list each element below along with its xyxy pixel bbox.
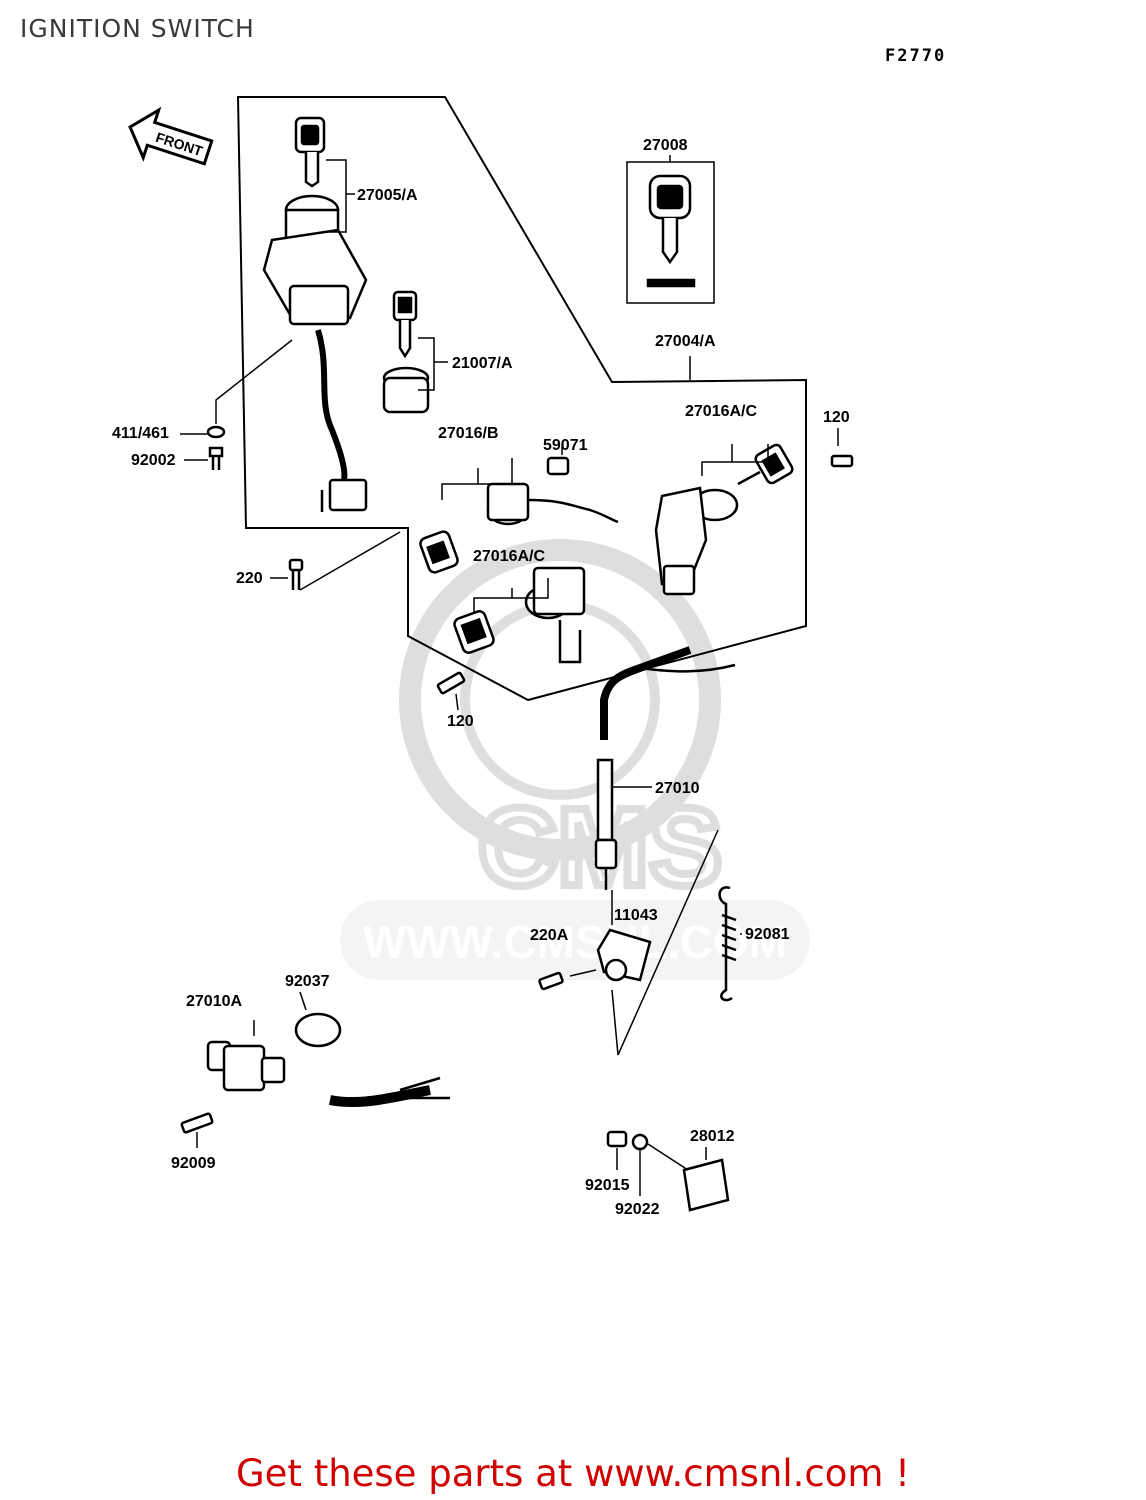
label-28012: 28012 (690, 1128, 735, 1145)
label-92002: 92002 (131, 452, 176, 469)
label-411-461: 411/461 (112, 425, 169, 442)
group-outlines (236, 96, 807, 702)
label-92009: 92009 (171, 1155, 216, 1172)
label-92037: 92037 (285, 973, 330, 990)
footer-suffix: ! (883, 1452, 910, 1495)
label-27008: 27008 (643, 137, 688, 154)
label-59071: 59071 (543, 437, 588, 454)
spring-92081-icon (718, 886, 737, 1002)
bracket-11043-icon (538, 928, 652, 991)
svg-text:WWW.CMSNL.COM: WWW.CMSNL.COM (363, 916, 787, 968)
footer-link[interactable]: www.cmsnl.com (584, 1452, 884, 1495)
watermark: CMS WWW.CMSNL.COM (340, 539, 810, 980)
key-blank-icon (646, 174, 696, 288)
switch-27016ac-mid-icon (436, 566, 586, 695)
label-27016ac-top: 27016A/C (685, 403, 757, 420)
label-92022: 92022 (615, 1201, 660, 1218)
label-27010: 27010 (655, 780, 700, 797)
label-11043: 11043 (614, 907, 658, 924)
fastener-icons (206, 425, 304, 590)
label-120-bottom: 120 (447, 713, 474, 730)
leader-lines (180, 155, 839, 1196)
diagram-code: F2770 (885, 46, 947, 66)
label-27005a: 27005/A (357, 187, 418, 204)
label-92015: 92015 (585, 1177, 630, 1194)
label-21007a: 21007/A (452, 355, 513, 372)
label-220: 220 (236, 570, 263, 587)
label-92081: 92081 (745, 926, 790, 943)
label-27004a: 27004/A (655, 333, 716, 350)
footer-promo: Get these parts at www.cmsnl.com ! (0, 1452, 1146, 1495)
ignition-switch-assembly (262, 116, 368, 512)
switch-27016ac-top-icon (654, 443, 854, 596)
cable-27010-icon (594, 646, 736, 890)
front-arrow-icon: FRONT (128, 106, 214, 166)
reflector-28012-icon (606, 1130, 730, 1212)
label-120-top: 120 (823, 409, 850, 426)
footer-prefix: Get these parts at (235, 1452, 585, 1495)
switch-27010a-icon (180, 1012, 450, 1134)
switch-27016b-icon (419, 456, 619, 574)
lock-cylinder-icon (382, 290, 430, 414)
label-27016b: 27016/B (438, 425, 499, 442)
label-220a: 220A (530, 927, 569, 944)
parts-diagram: CMS WWW.CMSNL.COM FRONT (112, 96, 854, 1218)
label-27016ac-mid: 27016A/C (473, 548, 545, 565)
diagram-title: IGNITION SWITCH (20, 14, 255, 43)
label-27010a: 27010A (186, 993, 242, 1010)
